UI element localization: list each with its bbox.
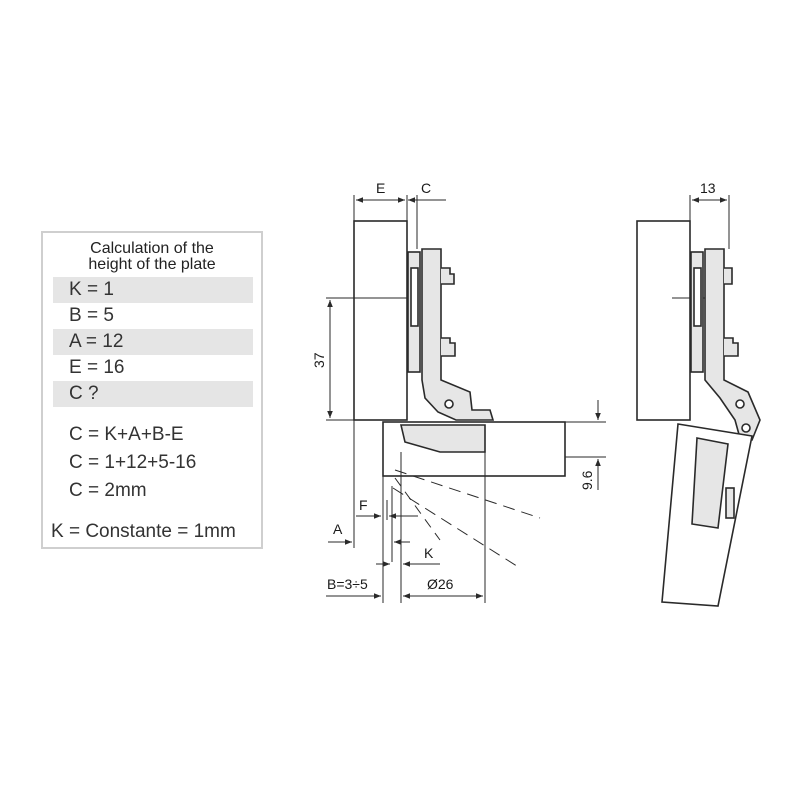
label-diameter-26: Ø26 xyxy=(427,576,454,592)
label-13: 13 xyxy=(700,180,716,196)
hinge-pivot xyxy=(444,399,454,409)
constant-note: K = Constante = 1mm xyxy=(51,521,236,542)
label-a: A xyxy=(333,521,343,537)
label-c: C xyxy=(421,180,431,196)
calculation-panel: Calculation of the height of the plate K… xyxy=(41,231,263,549)
screw-top xyxy=(441,267,455,285)
cabinet-side-panel xyxy=(353,220,408,421)
value-b: B = 5 xyxy=(69,305,114,326)
dashed-line-2 xyxy=(392,487,521,569)
plate-insert xyxy=(410,267,419,327)
value-e: E = 16 xyxy=(69,357,125,378)
value-a: A = 12 xyxy=(53,329,253,355)
hinge-arm xyxy=(421,248,495,421)
value-list: K = 1 B = 5 A = 12 E = 16 C ? xyxy=(43,277,261,407)
panel-title: Calculation of the height of the plate xyxy=(43,241,261,273)
panel-title-line-2: height of the plate xyxy=(88,256,216,273)
left-view xyxy=(326,195,606,603)
cup-flange xyxy=(725,487,735,519)
label-e: E xyxy=(376,180,385,196)
value-k: K = 1 xyxy=(53,277,253,303)
label-f: F xyxy=(359,497,368,513)
formula-list: C = K+A+B-E C = 1+12+5-16 C = 2mm xyxy=(43,421,261,505)
formula-result: C = 2mm xyxy=(69,480,147,501)
panel-title-line-1: Calculation of the xyxy=(90,240,214,257)
right-view xyxy=(636,195,761,607)
dashed-line-1 xyxy=(394,469,541,519)
label-k: K xyxy=(424,545,434,561)
label-9-6: 9.6 xyxy=(579,470,595,490)
label-37: 37 xyxy=(311,352,327,368)
cabinet-side-panel-open xyxy=(636,220,691,421)
formula-general: C = K+A+B-E xyxy=(69,424,184,445)
value-c: C ? xyxy=(53,381,253,407)
screw-bottom xyxy=(441,337,456,357)
hinge-cup-open xyxy=(691,437,729,529)
label-b: B=3÷5 xyxy=(327,576,368,592)
hinge-cup xyxy=(399,424,486,453)
dashed-line-3 xyxy=(394,477,441,541)
formula-substituted: C = 1+12+5-16 xyxy=(69,452,197,473)
